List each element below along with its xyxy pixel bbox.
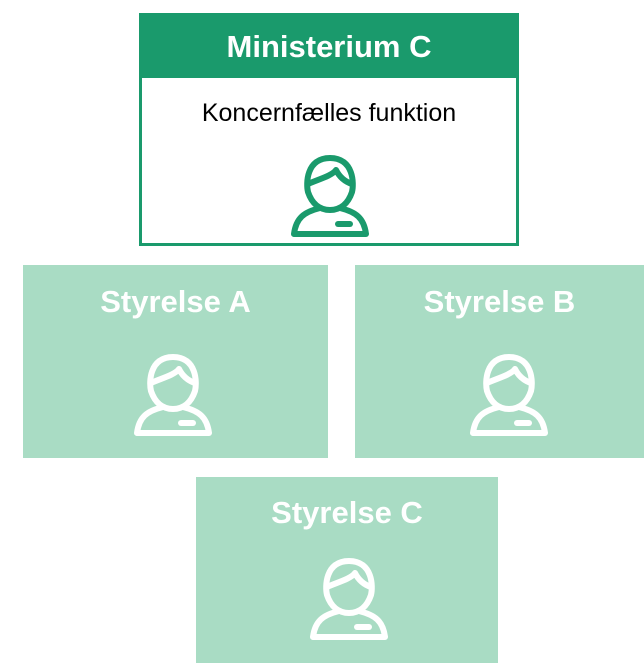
- agency-title-c: Styrelse C: [271, 495, 423, 530]
- agency-box-a: Styrelse A: [23, 265, 328, 458]
- agency-box-b: Styrelse B: [355, 265, 644, 458]
- agency-title-a: Styrelse A: [100, 284, 251, 319]
- ministry-box: Ministerium C Koncernfælles funktion: [139, 13, 519, 246]
- person-icon: [470, 354, 548, 436]
- ministry-header: Ministerium C: [142, 16, 516, 78]
- agency-box-c: Styrelse C: [196, 477, 498, 663]
- person-icon: [310, 558, 388, 640]
- agency-title-b: Styrelse B: [423, 284, 576, 319]
- ministry-subtitle: Koncernfælles funktion: [201, 99, 457, 127]
- person-icon: [291, 155, 369, 237]
- ministry-title: Ministerium C: [226, 29, 432, 64]
- person-icon: [134, 354, 212, 436]
